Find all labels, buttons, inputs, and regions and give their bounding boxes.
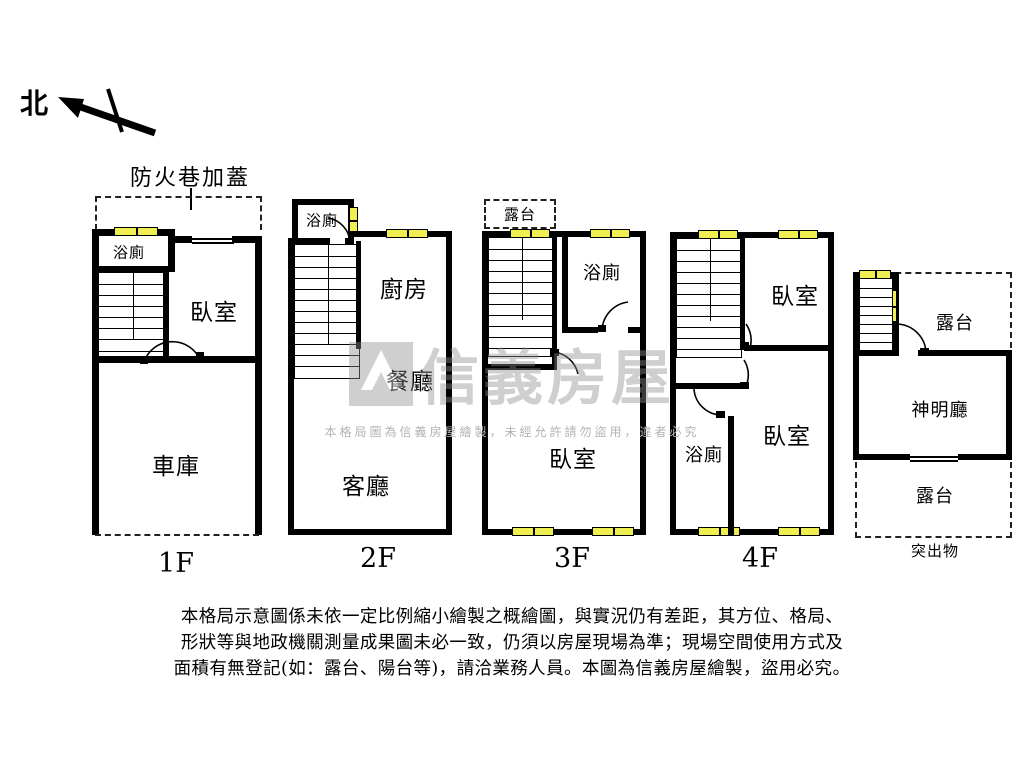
window-4f-bottom-right bbox=[778, 527, 820, 536]
wall-roof-shrine-bottom-left bbox=[853, 454, 910, 460]
wall-1f-bath-right bbox=[168, 236, 175, 266]
room-label-4f-bedroom-upper: 臥室 bbox=[771, 284, 819, 310]
door-roof-shrine bbox=[894, 322, 938, 356]
wall-roof-shrine-right bbox=[1006, 350, 1012, 460]
wall-roof-stair-left bbox=[853, 272, 859, 356]
window-3f-bottom-left bbox=[512, 527, 554, 536]
wall-4f-right bbox=[828, 232, 834, 535]
room-label-3f-bathroom: 浴廁 bbox=[583, 263, 621, 284]
wall-2f-bottom bbox=[288, 529, 452, 535]
sliding-door-1f-b bbox=[192, 242, 234, 244]
wall-1f-stair-right bbox=[163, 266, 169, 362]
stairs-2f bbox=[294, 244, 360, 379]
door-1f-bedroom bbox=[140, 340, 206, 368]
floor-label-4f: 4F bbox=[742, 543, 778, 574]
room-label-2f-kitchen: 廚房 bbox=[380, 277, 428, 303]
door-3f-bathroom bbox=[596, 300, 632, 334]
room-label-1f-bedroom: 臥室 bbox=[190, 300, 238, 326]
wall-1f-mid-right bbox=[170, 356, 262, 363]
window-3f-bottom-right bbox=[592, 527, 634, 536]
wall-3f-left bbox=[482, 231, 488, 535]
wall-3f-bath-left bbox=[562, 237, 568, 333]
door-4f-bedroom-lower bbox=[738, 358, 780, 390]
wall-1f-mid-left bbox=[92, 356, 172, 363]
floor-label-3f: 3F bbox=[554, 543, 590, 574]
window-4f-top-right bbox=[778, 230, 818, 239]
wall-1f-top-right bbox=[232, 236, 262, 243]
stairs-1f bbox=[98, 272, 168, 352]
wall-3f-stair-bottom bbox=[482, 364, 557, 370]
wall-1f-right bbox=[255, 236, 262, 535]
sliding-door-roof-a bbox=[910, 456, 958, 458]
wall-1f-top-mid bbox=[168, 236, 192, 243]
window-3f-top-right bbox=[590, 229, 630, 238]
door-4f-bathroom bbox=[690, 387, 732, 421]
fire-lane-leader-line bbox=[190, 188, 192, 210]
wall-roof-shrine-top-right bbox=[918, 350, 1012, 356]
room-label-2f-dining: 餐廳 bbox=[386, 369, 434, 395]
room-label-3f-bedroom: 臥室 bbox=[549, 447, 597, 473]
stairs-4f bbox=[676, 238, 742, 358]
north-label: 北 bbox=[20, 87, 49, 120]
wall-2f-bath-top bbox=[292, 199, 354, 205]
wall-3f-top bbox=[482, 231, 646, 237]
wall-4f-corridor bbox=[670, 383, 745, 389]
stairs-roof bbox=[859, 278, 893, 356]
window-1f-bath bbox=[114, 227, 158, 236]
wall-2f-bath-left bbox=[292, 199, 298, 239]
room-label-roof-terrace-upper: 露台 bbox=[936, 313, 974, 334]
window-2f-kitchen bbox=[386, 229, 428, 238]
north-arrow-icon bbox=[50, 85, 160, 144]
terrace-dashed-3f bbox=[484, 199, 556, 229]
disclaimer-text: 本格局示意圖係未依一定比例縮小繪製之概繪圖，與實況仍有差距，其方位、格局、 形狀… bbox=[0, 604, 1024, 682]
room-label-roof-terrace-lower: 露台 bbox=[916, 486, 954, 507]
room-label-3f-terrace: 露台 bbox=[503, 205, 537, 224]
floor-label-1f: 1F bbox=[158, 548, 194, 579]
fire-lane-label: 防火巷加蓋 bbox=[129, 166, 251, 191]
wall-2f-right bbox=[446, 231, 452, 535]
room-label-2f-bathroom: 浴廁 bbox=[305, 211, 339, 230]
wall-roof-shrine-left bbox=[853, 350, 859, 460]
window-4f-bottom-left bbox=[698, 527, 740, 536]
floor-label-2f: 2F bbox=[360, 543, 396, 574]
wall-2f-left bbox=[288, 238, 294, 535]
room-label-4f-bathroom: 浴廁 bbox=[685, 445, 723, 466]
door-2f-bathroom bbox=[326, 216, 356, 246]
wall-1f-bath-bottom bbox=[92, 266, 175, 272]
wall-3f-right bbox=[640, 231, 646, 535]
wall-roof-shrine-bottom-right bbox=[958, 454, 1012, 460]
disclaimer-line-1: 本格局示意圖係未依一定比例縮小繪製之概繪圖，與實況仍有差距，其方位、格局、 bbox=[180, 607, 844, 627]
disclaimer-line-2: 形狀等與地政機關測量成果圖未必一致，仍須以房屋現場為準；現場空間使用方式及 bbox=[180, 633, 844, 653]
sliding-door-roof-b bbox=[910, 460, 958, 462]
wall-3f-bath-bottom-b bbox=[628, 327, 646, 333]
room-label-4f-bedroom-lower: 臥室 bbox=[763, 424, 811, 450]
wall-4f-stair-right bbox=[740, 238, 745, 350]
sliding-door-1f-a bbox=[192, 238, 234, 240]
wall-4f-bottom bbox=[670, 529, 834, 535]
door-3f-bedroom bbox=[550, 348, 596, 376]
room-label-roof-shrine: 神明廳 bbox=[911, 400, 969, 421]
wall-2f-bath-bottom bbox=[288, 238, 330, 244]
floor-label-roof: 突出物 bbox=[910, 542, 960, 560]
stairs-3f bbox=[488, 237, 554, 357]
wall-4f-top bbox=[670, 232, 834, 238]
wall-4f-bath-right bbox=[728, 416, 734, 535]
room-label-2f-living: 客廳 bbox=[342, 474, 390, 500]
door-4f-bedroom-upper bbox=[740, 322, 782, 352]
disclaimer-line-3: 面積有無登記(如：露台、陽台等)，請洽業務人員。本圖為信義房屋繪製，盜用必究。 bbox=[173, 659, 851, 679]
wall-3f-stair-right bbox=[552, 237, 557, 370]
wall-4f-bed1-bottom bbox=[744, 345, 828, 351]
room-label-1f-bathroom: 浴廁 bbox=[112, 243, 146, 262]
wall-1f-left bbox=[92, 229, 99, 535]
wall-2f-stair-right bbox=[356, 241, 361, 349]
room-label-1f-garage: 車庫 bbox=[152, 454, 200, 480]
wall-3f-bottom bbox=[482, 529, 646, 535]
wall-3f-bath-bottom-a bbox=[562, 327, 598, 333]
wall-roof-shrine-top-left bbox=[853, 350, 899, 356]
fire-lane-dashed-area bbox=[95, 196, 262, 230]
garage-opening-1f bbox=[95, 533, 259, 536]
